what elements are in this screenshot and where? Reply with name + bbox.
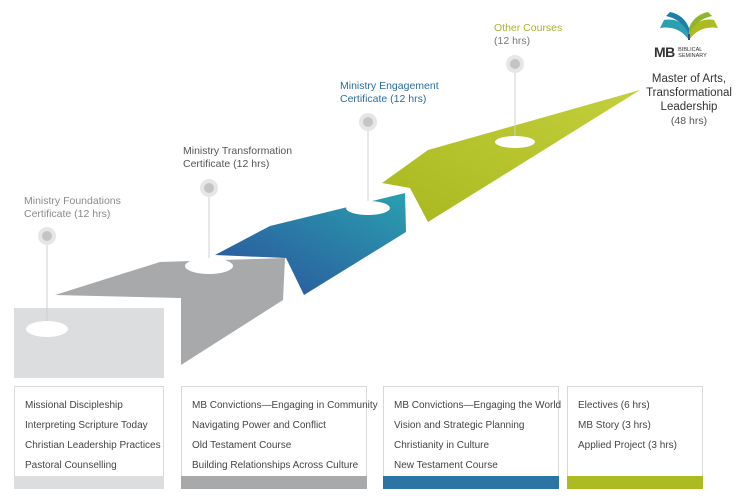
card-color-bar xyxy=(383,476,559,489)
other-courses-title: Other Courses xyxy=(494,22,563,34)
transformation-courses-card: MB Convictions—Engaging in Community Nav… xyxy=(181,386,378,489)
master-hours: (48 hrs) xyxy=(670,115,708,127)
course-item: Christianity in Culture xyxy=(394,440,490,451)
course-item: Vision and Strategic Planning xyxy=(394,420,525,431)
engagement-label: Ministry Engagement Certificate (12 hrs) xyxy=(340,80,439,106)
card-color-bar xyxy=(14,476,164,489)
course-item: Interpreting Scripture Today xyxy=(25,420,148,431)
card-color-bar xyxy=(181,476,367,489)
foundations-title: Ministry Foundations xyxy=(24,195,121,207)
open-book-icon xyxy=(660,12,718,40)
master-line3: Leadership xyxy=(660,101,718,113)
course-item: Pastoral Counselling xyxy=(25,460,117,471)
transformation-subtitle: Certificate (12 hrs) xyxy=(183,158,270,170)
other-courses-arrow xyxy=(382,90,640,222)
other-courses-subtitle: (12 hrs) xyxy=(494,35,531,47)
transformation-title: Ministry Transformation xyxy=(183,145,293,157)
engagement-step xyxy=(215,193,406,295)
master-line1: Master of Arts, xyxy=(651,73,727,85)
card-color-bar xyxy=(567,476,703,489)
foundations-courses-card: Missional Discipleship Interpreting Scri… xyxy=(14,386,164,489)
other-pin-base xyxy=(495,136,535,148)
logo-mark: MB xyxy=(654,44,675,60)
course-item: Missional Discipleship xyxy=(25,400,123,411)
course-item: New Testament Course xyxy=(394,460,498,471)
course-item: Christian Leadership Practices xyxy=(25,440,161,451)
course-item: Navigating Power and Conflict xyxy=(192,420,326,431)
engagement-courses-card: MB Convictions—Engaging the World Vision… xyxy=(383,386,562,489)
foundations-step xyxy=(14,308,164,378)
course-item: Electives (6 hrs) xyxy=(578,400,650,411)
course-item: MB Convictions—Engaging the World xyxy=(394,400,562,411)
course-item: Old Testament Course xyxy=(192,440,292,451)
foundations-label: Ministry Foundations Certificate (12 hrs… xyxy=(24,195,121,221)
engagement-pin-base xyxy=(346,201,390,215)
transformation-label: Ministry Transformation Certificate (12 … xyxy=(183,145,292,171)
engagement-title: Ministry Engagement xyxy=(340,80,439,92)
course-item: MB Story (3 hrs) xyxy=(578,420,651,431)
master-degree-label: Master of Arts, Transformational Leaders… xyxy=(630,72,748,128)
master-line2: Transformational xyxy=(646,87,732,99)
course-item: MB Convictions—Engaging in Community xyxy=(192,400,378,411)
foundations-subtitle: Certificate (12 hrs) xyxy=(24,208,111,220)
other-courses-card: Electives (6 hrs) MB Story (3 hrs) Appli… xyxy=(567,386,703,489)
course-item: Building Relationships Across Culture xyxy=(192,460,359,471)
transformation-step xyxy=(55,258,285,365)
foundations-pin-base xyxy=(26,321,68,337)
other-courses-label: Other Courses (12 hrs) xyxy=(494,22,562,48)
course-item: Applied Project (3 hrs) xyxy=(578,440,677,451)
transformation-pin-base xyxy=(185,258,233,274)
engagement-subtitle: Certificate (12 hrs) xyxy=(340,93,427,105)
